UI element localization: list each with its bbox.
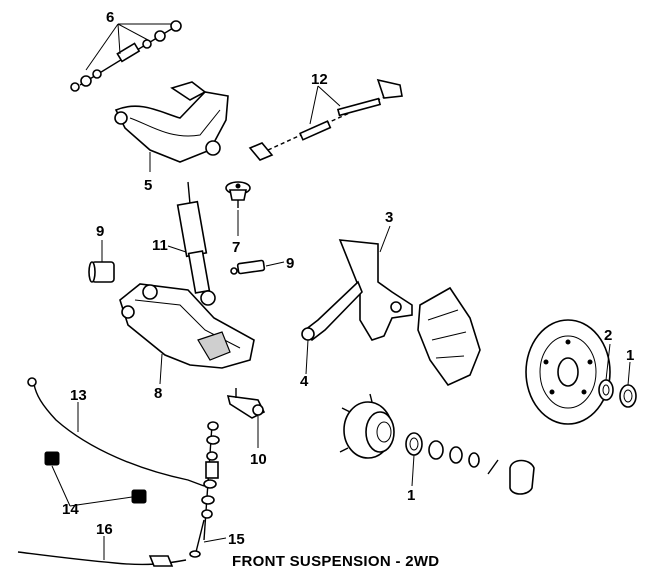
part-15-link-bolt	[189, 519, 205, 558]
callout-1-bottom: 1	[407, 487, 415, 504]
hub-bearing-set	[405, 432, 535, 495]
callout-15: 15	[228, 531, 245, 548]
callout-9-left: 9	[96, 223, 104, 240]
callout-13: 13	[70, 387, 87, 404]
part-14-stabilizer-bushings	[44, 451, 147, 504]
part-8-lower-control-arm	[119, 283, 255, 369]
callout-14: 14	[62, 501, 79, 518]
part-6-upper-arm-shaft	[70, 20, 182, 92]
callout-7: 7	[232, 239, 240, 256]
callout-11: 11	[152, 237, 168, 254]
wheel-hub	[339, 393, 395, 459]
part-10-tie-rod-end	[226, 388, 266, 419]
part-9-bushings	[88, 259, 266, 283]
callout-9-right: 9	[286, 255, 294, 272]
callout-8: 8	[154, 385, 162, 402]
part-2-seal	[598, 379, 614, 401]
stabilizer-link-stack	[201, 421, 220, 541]
part-4-steering-arm	[301, 280, 363, 342]
callout-10: 10	[250, 451, 267, 468]
part-12-strut-rod	[248, 78, 403, 161]
callout-3: 3	[385, 209, 393, 226]
part-7-upper-ball-joint	[225, 181, 251, 208]
leader-lines	[51, 23, 631, 560]
part-13-stabilizer-bar	[27, 377, 205, 487]
callout-6: 6	[106, 9, 114, 26]
callout-5: 5	[144, 177, 152, 194]
part-1-bearing-right	[619, 384, 637, 408]
part-16-stabilizer-bar-lower	[17, 551, 187, 567]
brake-rotor	[525, 319, 611, 425]
part-5-upper-control-arm	[114, 81, 229, 163]
callout-16: 16	[96, 521, 113, 538]
diagram-caption: FRONT SUSPENSION - 2WD	[232, 553, 439, 570]
callout-2: 2	[604, 327, 612, 344]
part-3-steering-knuckle	[338, 239, 413, 341]
part-11-shock-absorber	[176, 181, 216, 306]
callout-4: 4	[300, 373, 309, 390]
splash-shield	[417, 286, 481, 386]
callout-labels: 6 12 5 3 9 11 7 9 2 1 4 8 13 10 1 14 16 …	[62, 9, 634, 548]
callout-12: 12	[311, 71, 328, 88]
callout-1-right: 1	[626, 347, 634, 364]
